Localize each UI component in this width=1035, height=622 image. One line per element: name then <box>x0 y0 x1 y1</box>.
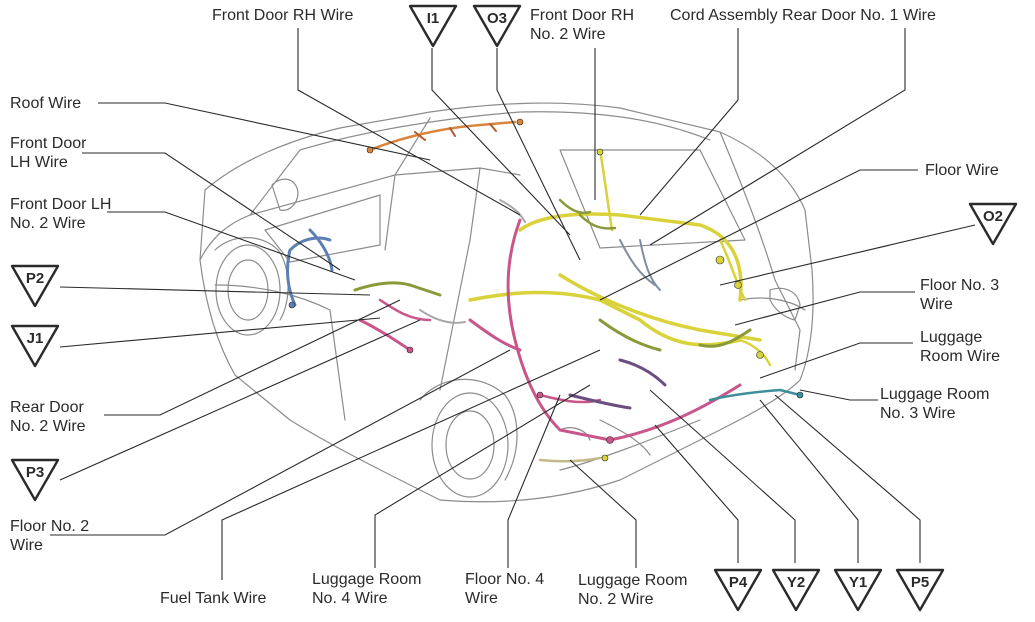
leader-lines <box>50 28 976 580</box>
connector-p4-code: P4 <box>728 574 748 591</box>
connector-y1: Y1 <box>833 568 883 612</box>
connector-p3-code: P3 <box>25 464 45 481</box>
wire-harnesses <box>286 120 802 463</box>
label-cord-assembly-rear-door-no1: Cord Assembly Rear Door No. 1 Wire <box>670 7 936 24</box>
front-door-lh-harness <box>286 228 334 307</box>
label-luggage-room-no3-line1: Luggage Room <box>880 386 990 403</box>
connector-y2-code: Y2 <box>786 574 806 591</box>
label-front-door-rh-no2-line2: No. 2 Wire <box>530 26 606 43</box>
connector-o2: O2 <box>968 202 1018 246</box>
label-floor-no4-line1: Floor No. 4 <box>465 571 545 588</box>
floor-wire-harness <box>468 212 762 347</box>
connector-p4: P4 <box>713 568 763 612</box>
label-front-door-lh-line1: Front Door <box>10 135 87 152</box>
label-front-door-lh-line2: LH Wire <box>10 154 68 171</box>
label-floor-no2-line1: Floor No. 2 <box>10 518 90 535</box>
connector-p5: P5 <box>895 568 945 612</box>
connector-o3-code: O3 <box>486 10 507 27</box>
connector-j1-code: J1 <box>26 330 44 347</box>
connector-p2-code: P2 <box>25 270 45 287</box>
label-front-door-rh-no2-line1: Front Door RH <box>530 7 635 24</box>
label-luggage-room-line2: Room Wire <box>920 348 1001 365</box>
connector-y1-code: Y1 <box>848 574 868 591</box>
label-fuel-tank-wire: Fuel Tank Wire <box>160 590 267 607</box>
label-floor-no4-line2: Wire <box>465 590 498 607</box>
label-luggage-room-no2-line1: Luggage Room <box>578 572 688 589</box>
floor-no2-harness <box>358 218 742 442</box>
connector-y2: Y2 <box>771 568 821 612</box>
connector-o3: O3 <box>472 4 522 48</box>
connector-p2: P2 <box>10 264 60 308</box>
luggage-room-no4-harness <box>568 358 667 410</box>
label-luggage-room-no3-line2: No. 3 Wire <box>880 405 956 422</box>
luggage-room-no3-harness <box>708 388 802 402</box>
label-luggage-room-no4-line2: No. 4 Wire <box>312 590 388 607</box>
rear-door-harness <box>353 281 752 352</box>
connector-j1: J1 <box>10 324 60 368</box>
luggage-room-no2-harness <box>538 456 602 463</box>
roof-wire-harness <box>368 120 517 152</box>
label-luggage-room-no4-line1: Luggage Room <box>312 571 422 588</box>
label-front-door-lh-no2-line1: Front Door LH <box>10 196 112 213</box>
connector-dots <box>288 118 804 462</box>
cord-rear-door-harness <box>619 239 661 291</box>
car-body-outline <box>199 102 814 503</box>
label-luggage-room-no2-line2: No. 2 Wire <box>578 591 654 608</box>
label-rear-door-no2-line1: Rear Door <box>10 399 84 416</box>
label-luggage-room-line1: Luggage <box>920 329 983 346</box>
connector-p3: P3 <box>10 458 60 502</box>
label-floor-no2-line2: Wire <box>10 537 43 554</box>
connector-o2-code: O2 <box>982 208 1003 225</box>
label-floor-no3-line2: Wire <box>920 296 953 313</box>
connector-p5-code: P5 <box>910 574 930 591</box>
connector-i1-code: I1 <box>426 10 440 27</box>
label-front-door-lh-no2-line2: No. 2 Wire <box>10 215 86 232</box>
connector-i1: I1 <box>408 4 458 48</box>
label-floor-wire: Floor Wire <box>925 162 999 179</box>
label-front-door-rh-wire: Front Door RH Wire <box>212 7 354 24</box>
label-roof-wire: Roof Wire <box>10 95 82 112</box>
label-rear-door-no2-line2: No. 2 Wire <box>10 418 86 435</box>
label-floor-no3-line1: Floor No. 3 <box>920 277 1000 294</box>
